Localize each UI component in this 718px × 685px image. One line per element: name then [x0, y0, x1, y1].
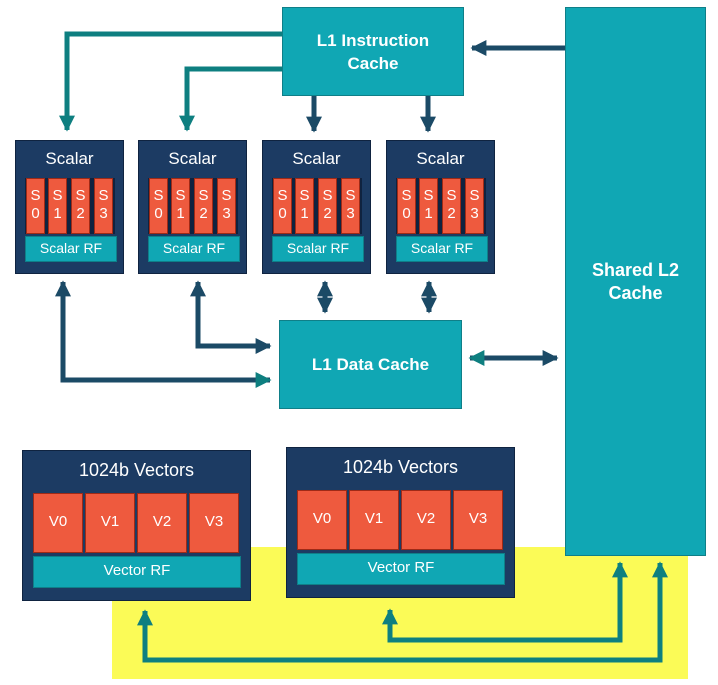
scalar-register: S 0	[397, 178, 416, 234]
vector-register-group: V0 V1 V2 V3	[33, 493, 239, 553]
arrow-scalar-1-to-l1d	[54, 280, 272, 389]
vector-unit: 1024b Vectors V0 V1 V2 V3 Vector RF	[286, 447, 515, 598]
arrow-vector-2-to-l2	[381, 561, 629, 643]
scalar-register: S 1	[171, 178, 190, 234]
vector-register: V3	[453, 490, 503, 550]
scalar-register: S 3	[217, 178, 236, 234]
scalar-unit: Scalar S 0 S 1 S 2 S 3 Scalar RF	[386, 140, 495, 274]
scalar-register: S 2	[442, 178, 461, 234]
scalar-register: S 2	[318, 178, 337, 234]
scalar-unit: Scalar S 0 S 1 S 2 S 3 Scalar RF	[15, 140, 124, 274]
vector-register: V3	[189, 493, 239, 553]
shared-l2-cache: Shared L2 Cache	[565, 7, 706, 556]
scalar-register-file: Scalar RF	[272, 236, 364, 262]
vector-register-file: Vector RF	[297, 553, 505, 585]
arrow-l1i-to-scalar-1	[58, 31, 282, 132]
scalar-register: S 3	[94, 178, 113, 234]
vector-register: V2	[137, 493, 187, 553]
scalar-register-group: S 0 S 1 S 2 S 3	[272, 178, 362, 234]
arrow-l1i-to-scalar-2	[178, 66, 282, 132]
vector-register: V0	[297, 490, 347, 550]
scalar-register: S 3	[465, 178, 484, 234]
vector-register: V1	[85, 493, 135, 553]
l1-instruction-cache: L1 Instruction Cache	[282, 7, 464, 96]
vector-register: V1	[349, 490, 399, 550]
vector-unit-title: 1024b Vectors	[78, 460, 195, 480]
scalar-register: S 0	[273, 178, 292, 234]
scalar-register: S 1	[419, 178, 438, 234]
scalar-register-group: S 0 S 1 S 2 S 3	[148, 178, 238, 234]
scalar-register: S 1	[295, 178, 314, 234]
scalar-register-file: Scalar RF	[25, 236, 117, 262]
scalar-register: S 2	[194, 178, 213, 234]
scalar-register: S 2	[71, 178, 90, 234]
scalar-register-file: Scalar RF	[148, 236, 240, 262]
l1-data-cache: L1 Data Cache	[279, 320, 462, 409]
vector-register-file: Vector RF	[33, 556, 241, 588]
scalar-register-group: S 0 S 1 S 2 S 3	[25, 178, 115, 234]
scalar-unit-title: Scalar	[45, 149, 94, 168]
scalar-unit-title: Scalar	[292, 149, 341, 168]
scalar-register-group: S 0 S 1 S 2 S 3	[396, 178, 486, 234]
vector-unit: 1024b Vectors V0 V1 V2 V3 Vector RF	[22, 450, 251, 601]
scalar-unit-title: Scalar	[416, 149, 465, 168]
scalar-register: S 3	[341, 178, 360, 234]
vector-unit-title: 1024b Vectors	[342, 457, 459, 477]
arrow-scalar-2-to-l1d	[189, 280, 272, 355]
arrow-vector-1-to-l2	[136, 561, 669, 663]
scalar-register: S 0	[149, 178, 168, 234]
vector-register: V0	[33, 493, 83, 553]
scalar-unit: Scalar S 0 S 1 S 2 S 3 Scalar RF	[262, 140, 371, 274]
scalar-register: S 1	[48, 178, 67, 234]
scalar-register-file: Scalar RF	[396, 236, 488, 262]
vector-register-group: V0 V1 V2 V3	[297, 490, 503, 550]
scalar-register: S 0	[26, 178, 45, 234]
scalar-unit-title: Scalar	[168, 149, 217, 168]
scalar-unit: Scalar S 0 S 1 S 2 S 3 Scalar RF	[138, 140, 247, 274]
vector-register: V2	[401, 490, 451, 550]
